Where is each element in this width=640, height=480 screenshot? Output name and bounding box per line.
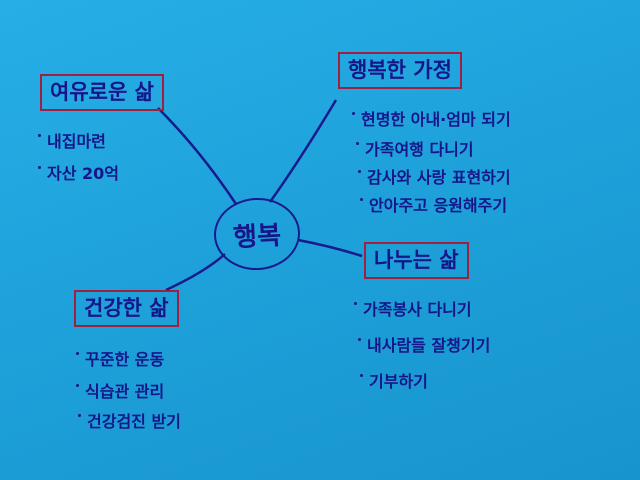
item-text: 현명한 아내·엄마 되기: [361, 110, 511, 129]
bullet-dot: [38, 165, 41, 169]
list-item: 내사람들 잘챙기기: [358, 332, 490, 356]
item-text: 내집마련: [47, 132, 106, 151]
bullet-dot: [76, 383, 79, 387]
list-item: 식습관 관리: [76, 378, 164, 402]
list-item: 건강검진 받기: [78, 408, 181, 432]
list-item: 가족여행 다니기: [356, 136, 474, 160]
bullet-dot: [356, 141, 359, 145]
list-item: 가족봉사 다니기: [354, 296, 472, 320]
bullet-dot: [358, 337, 361, 341]
branch-title-sharing-life: 나누는 삶: [364, 242, 469, 280]
item-text: 식습관 관리: [85, 382, 165, 401]
list-item: 기부하기: [360, 368, 428, 392]
bullet-dot: [76, 351, 79, 355]
item-text: 꾸준한 운동: [85, 350, 165, 369]
item-text: 자산 20억: [47, 164, 119, 183]
connector-line: [165, 253, 226, 292]
bullet-dot: [352, 111, 355, 115]
branch-title-happy-family: 행복한 가정: [338, 52, 462, 90]
bullet-dot: [360, 197, 363, 201]
connector-line: [297, 238, 363, 258]
bullet-dot: [38, 133, 41, 137]
list-item: 안아주고 응원해주기: [360, 192, 507, 216]
item-text: 기부하기: [369, 372, 428, 391]
item-text: 안아주고 응원해주기: [369, 196, 508, 215]
bullet-dot: [358, 169, 361, 173]
connector-line: [157, 107, 238, 205]
item-text: 가족봉사 다니기: [363, 300, 472, 319]
list-item: 현명한 아내·엄마 되기: [352, 106, 511, 130]
list-item: 꾸준한 운동: [76, 346, 164, 370]
connector-line: [268, 99, 338, 203]
list-item: 자산 20억: [38, 160, 119, 184]
branch-title-healthy-life: 건강한 삶: [74, 290, 179, 328]
item-text: 가족여행 다니기: [365, 140, 474, 159]
item-text: 건강검진 받기: [87, 412, 181, 431]
bullet-dot: [78, 413, 81, 417]
branch-title-relaxed-life: 여유로운 삶: [40, 74, 164, 112]
bullet-dot: [354, 301, 357, 305]
item-text: 감사와 사랑 표현하기: [367, 168, 511, 187]
bullet-dot: [360, 373, 363, 377]
list-item: 내집마련: [38, 128, 106, 152]
list-item: 감사와 사랑 표현하기: [358, 164, 511, 188]
item-text: 내사람들 잘챙기기: [367, 336, 491, 355]
